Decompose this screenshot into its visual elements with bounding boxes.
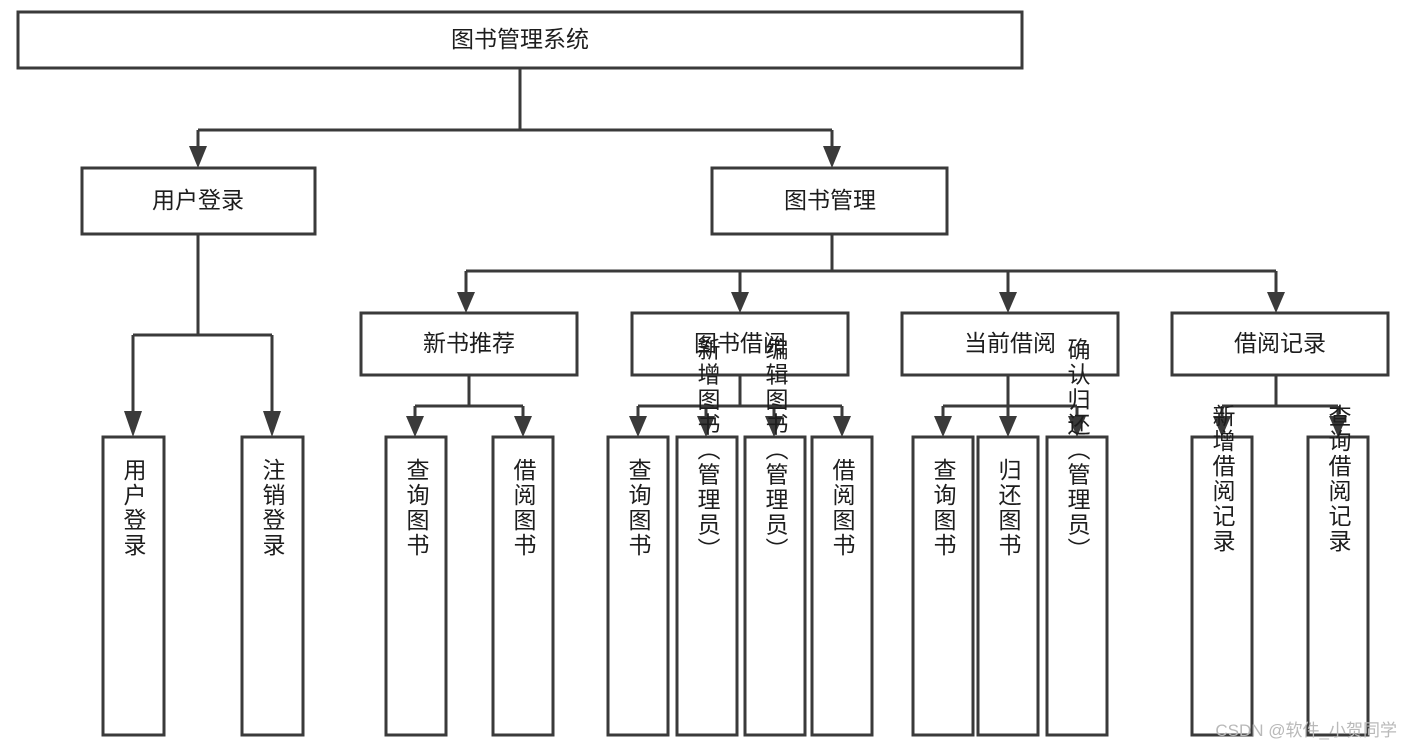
- connector-group-book-borrow: [629, 375, 851, 437]
- arrow-head-borrow-record: [1267, 292, 1285, 313]
- arrow-head-leaf-user-login: [124, 411, 142, 437]
- node-borrow-record-box[interactable]: [1170, 311, 1390, 377]
- arrow-head-leaf-query-record: [1329, 416, 1347, 437]
- node-leaf-add-record-box[interactable]: [1190, 435, 1254, 737]
- node-leaf-query-book-3-label: 查询图书: [930, 458, 957, 558]
- node-new-book-recommend-label: 新书推荐: [423, 330, 515, 356]
- connector-group-current-borrow: [934, 375, 1086, 437]
- node-leaf-logout[interactable]: 注销登录: [240, 435, 305, 737]
- connector-group-root: [189, 68, 841, 168]
- node-leaf-borrow-book-2-label: 借阅图书: [829, 458, 856, 558]
- arrow-head-leaf-edit-book: [765, 416, 783, 437]
- node-leaf-query-record-label: 查询借阅记录: [1325, 404, 1352, 554]
- node-current-borrow[interactable]: 当前借阅: [900, 311, 1120, 377]
- node-leaf-return-book-label: 归还图书: [995, 458, 1022, 558]
- node-borrow-record-label: 借阅记录: [1234, 330, 1326, 356]
- node-leaf-user-login[interactable]: 用户登录: [101, 435, 166, 737]
- node-user-login-label: 用户登录: [152, 187, 244, 213]
- node-leaf-edit-book-box[interactable]: [743, 435, 807, 737]
- node-leaf-query-book-1-label: 查询图书: [403, 458, 430, 558]
- node-leaf-user-login-label: 用户登录: [120, 458, 147, 558]
- node-leaf-add-book[interactable]: 新增图书（管理员）: [675, 338, 739, 737]
- node-leaf-user-login-box[interactable]: [101, 435, 166, 737]
- node-leaf-query-book-3-box[interactable]: [911, 435, 975, 737]
- node-leaf-logout-label: 注销登录: [259, 458, 286, 558]
- node-leaf-add-record[interactable]: 新增借阅记录: [1190, 404, 1254, 737]
- node-leaf-confirm-return[interactable]: 确认归还（管理员）: [1045, 338, 1109, 737]
- node-leaf-query-book-1-box[interactable]: [384, 435, 448, 737]
- node-book-management-label: 图书管理: [784, 187, 876, 213]
- connector-group-user-login: [124, 234, 281, 437]
- arrow-head-leaf-add-record: [1213, 416, 1231, 437]
- arrow-head-leaf-query-book-1: [406, 416, 424, 437]
- node-leaf-return-book[interactable]: 归还图书: [976, 435, 1040, 737]
- connector-group-borrow-record: [1213, 375, 1347, 437]
- arrow-head-leaf-confirm-return: [1068, 416, 1086, 437]
- node-current-borrow-label: 当前借阅: [964, 330, 1056, 356]
- arrow-head-current-borrow: [999, 292, 1017, 313]
- connector-group-new-book-recommend: [406, 375, 532, 437]
- arrow-head-new-book-recommend: [457, 292, 475, 313]
- node-leaf-add-record-label: 新增借阅记录: [1209, 404, 1236, 554]
- arrow-head-user-login: [189, 146, 207, 168]
- node-root[interactable]: 图书管理系统: [16, 10, 1024, 70]
- node-leaf-query-book-2-label: 查询图书: [625, 458, 652, 558]
- node-leaf-add-book-label: 新增图书（管理员）: [694, 338, 721, 563]
- arrow-head-leaf-logout: [263, 411, 281, 437]
- node-leaf-add-book-box[interactable]: [675, 435, 739, 737]
- node-leaf-query-book-2[interactable]: 查询图书: [606, 435, 670, 737]
- node-leaf-query-book-1[interactable]: 查询图书: [384, 435, 448, 737]
- node-leaf-confirm-return-label: 确认归还（管理员）: [1064, 338, 1091, 563]
- node-book-borrow-box[interactable]: [630, 311, 850, 377]
- arrow-head-leaf-return-book: [999, 416, 1017, 437]
- connector-group-book-management: [457, 234, 1285, 313]
- node-book-borrow[interactable]: 图书借阅: [630, 311, 850, 377]
- arrow-head-leaf-query-book-2: [629, 416, 647, 437]
- node-leaf-edit-book-label: 编辑图书（管理员）: [762, 338, 789, 563]
- node-root-label: 图书管理系统: [451, 26, 589, 52]
- node-leaf-query-book-3[interactable]: 查询图书: [911, 435, 975, 737]
- node-leaf-query-record-box[interactable]: [1306, 435, 1370, 737]
- arrow-head-leaf-borrow-book-2: [833, 416, 851, 437]
- node-leaf-logout-box[interactable]: [240, 435, 305, 737]
- node-root-box[interactable]: [16, 10, 1024, 70]
- node-book-borrow-label: 图书借阅: [694, 330, 786, 356]
- node-user-login-box[interactable]: [80, 166, 317, 236]
- arrow-head-book-borrow: [731, 292, 749, 313]
- node-leaf-query-book-2-box[interactable]: [606, 435, 670, 737]
- node-leaf-borrow-book-1[interactable]: 借阅图书: [491, 435, 555, 737]
- arrow-head-leaf-add-book: [697, 416, 715, 437]
- node-leaf-borrow-book-1-box[interactable]: [491, 435, 555, 737]
- node-leaf-borrow-book-2[interactable]: 借阅图书: [810, 435, 874, 737]
- node-leaf-query-record[interactable]: 查询借阅记录: [1306, 404, 1370, 737]
- arrow-head-leaf-borrow-book-1: [514, 416, 532, 437]
- node-leaf-borrow-book-2-box[interactable]: [810, 435, 874, 737]
- node-leaf-confirm-return-box[interactable]: [1045, 435, 1109, 737]
- node-leaf-edit-book[interactable]: 编辑图书（管理员）: [743, 338, 807, 737]
- node-book-management[interactable]: 图书管理: [710, 166, 949, 236]
- node-new-book-recommend-box[interactable]: [359, 311, 579, 377]
- arrow-head-leaf-query-book-3: [934, 416, 952, 437]
- arrow-head-book-management: [823, 146, 841, 168]
- node-leaf-borrow-book-1-label: 借阅图书: [510, 458, 537, 558]
- node-new-book-recommend[interactable]: 新书推荐: [359, 311, 579, 377]
- node-current-borrow-box[interactable]: [900, 311, 1120, 377]
- node-book-management-box[interactable]: [710, 166, 949, 236]
- node-user-login[interactable]: 用户登录: [80, 166, 317, 236]
- node-borrow-record[interactable]: 借阅记录: [1170, 311, 1390, 377]
- node-leaf-return-book-box[interactable]: [976, 435, 1040, 737]
